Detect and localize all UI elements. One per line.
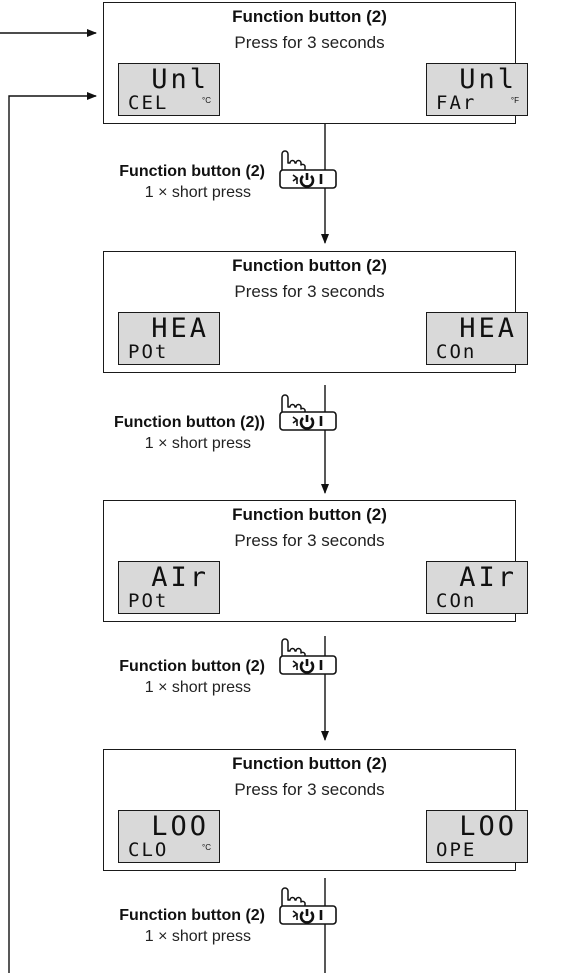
panel-subtitle: Press for 3 seconds xyxy=(234,780,385,799)
lcd-sub-text: POt xyxy=(128,590,169,612)
lcd-main-text: AIr xyxy=(459,562,517,593)
lcd-sub-text: CLO xyxy=(128,839,169,861)
step-hint: 1 × short press xyxy=(144,679,251,696)
lcd-sub-text: FAr xyxy=(436,92,477,114)
lcd-sub-text: POt xyxy=(128,341,169,363)
step-label: Function button (2) xyxy=(119,163,265,180)
step-label: Function button (2) xyxy=(119,907,265,924)
lcd-display-right: LOO OPE xyxy=(426,810,528,863)
panel-title: Function button (2) xyxy=(232,754,387,773)
lcd-sub-text: COn xyxy=(436,341,477,363)
panel-air: Function button (2) Press for 3 seconds … xyxy=(103,500,528,622)
panel-subtitle: Press for 3 seconds xyxy=(234,33,385,52)
step-hint: 1 × short press xyxy=(144,928,251,945)
step-4-connector xyxy=(278,878,338,973)
lcd-unit-text: °C xyxy=(202,843,211,852)
lcd-display-right: AIr COn xyxy=(426,561,528,614)
lcd-display-left: LOO CLO °C xyxy=(118,810,220,863)
panel-title: Function button (2) xyxy=(232,7,387,26)
step-label: Function button (2) xyxy=(119,658,265,675)
panel-lock: Function button (2) Press for 3 seconds … xyxy=(103,749,528,871)
step-label: Function button (2)) xyxy=(113,414,265,431)
lcd-main-text: Unl xyxy=(459,64,517,95)
lcd-main-text: LOO xyxy=(151,811,209,842)
step-instruction: Function button (2) 1 × short press xyxy=(90,162,265,204)
panel-subtitle: Press for 3 seconds xyxy=(234,531,385,550)
step-2-connector xyxy=(278,385,338,494)
lcd-main-text: HEA xyxy=(151,313,209,344)
panel-unit: Function button (2) Press for 3 seconds … xyxy=(103,2,528,124)
lcd-main-text: LOO xyxy=(459,811,517,842)
panel-title: Function button (2) xyxy=(232,505,387,524)
step-instruction: Function button (2) 1 × short press xyxy=(90,657,265,699)
panel-title: Function button (2) xyxy=(232,256,387,275)
step-hint: 1 × short press xyxy=(144,184,251,201)
step-instruction: Function button (2)) 1 × short press xyxy=(90,413,265,455)
lcd-main-text: HEA xyxy=(459,313,517,344)
lcd-display-left: AIr POt xyxy=(118,561,220,614)
lcd-main-text: AIr xyxy=(151,562,209,593)
lcd-unit-text: °C xyxy=(202,96,211,105)
panel-heating: Function button (2) Press for 3 seconds … xyxy=(103,251,528,373)
step-1-connector xyxy=(278,112,338,244)
lcd-unit-text: °F xyxy=(510,96,519,105)
step-3-connector xyxy=(278,636,338,741)
lcd-main-text: Unl xyxy=(151,64,209,95)
lcd-sub-text: CEL xyxy=(128,92,169,114)
lcd-sub-text: OPE xyxy=(436,839,477,861)
lcd-display-left: HEA POt xyxy=(118,312,220,365)
step-instruction: Function button (2) 1 × short press xyxy=(90,906,265,948)
step-hint: 1 × short press xyxy=(144,435,251,452)
lcd-display-right: Unl FAr °F xyxy=(426,63,528,116)
lcd-display-left: Unl CEL °C xyxy=(118,63,220,116)
lcd-display-right: HEA COn xyxy=(426,312,528,365)
panel-subtitle: Press for 3 seconds xyxy=(234,282,385,301)
return-loop xyxy=(8,92,97,973)
lcd-sub-text: COn xyxy=(436,590,477,612)
